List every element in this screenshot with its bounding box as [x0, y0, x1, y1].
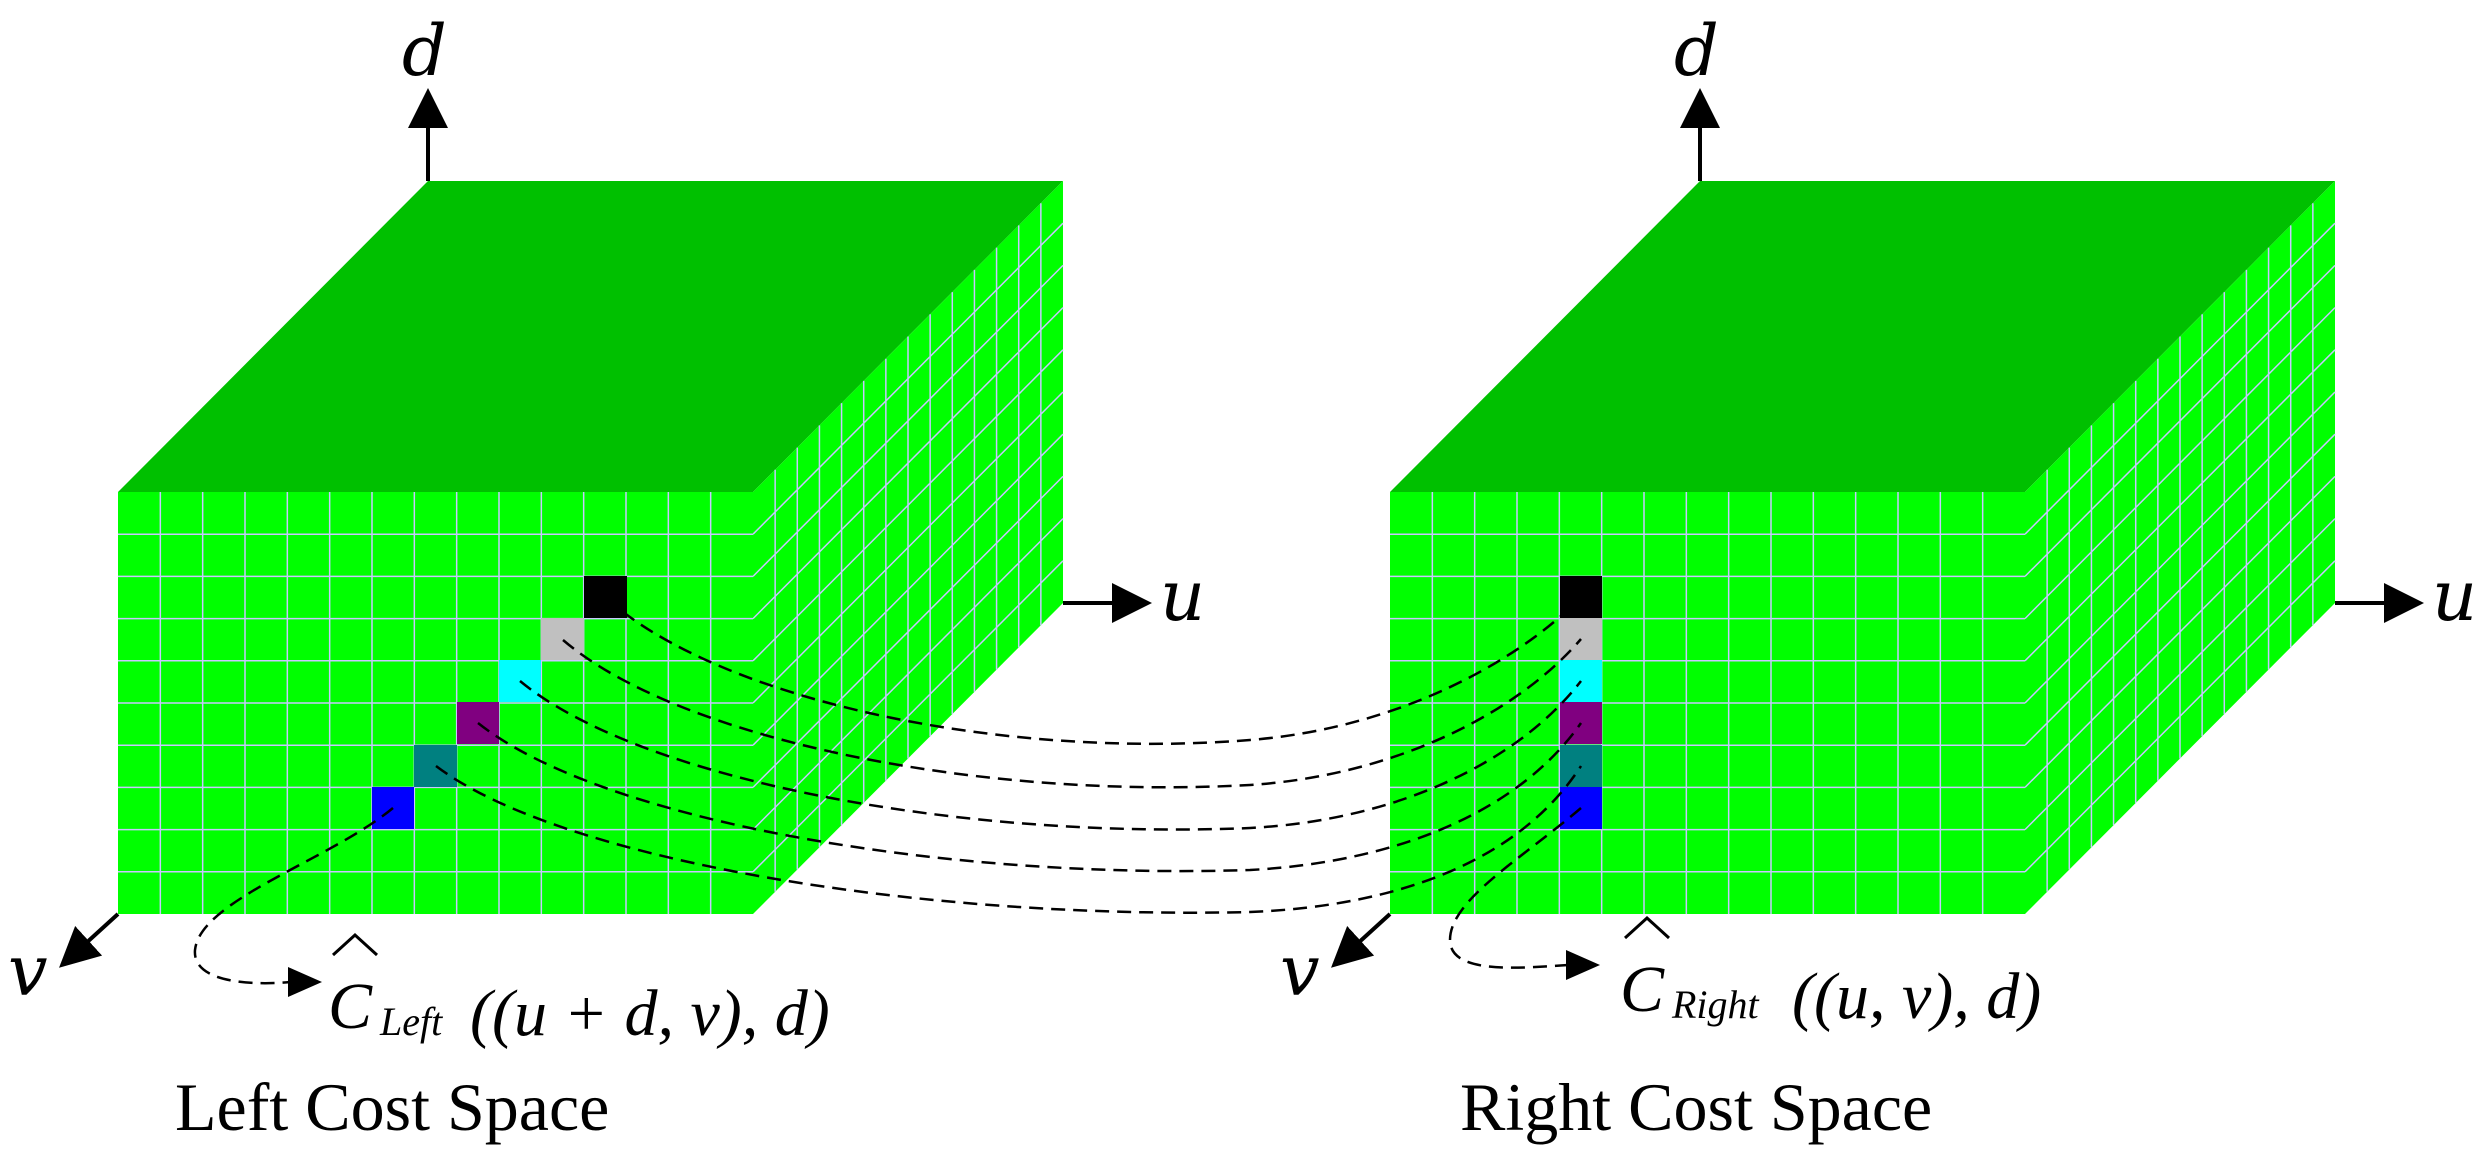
- side-grid-hline: [752, 560, 1064, 873]
- side-grid-hline: [752, 307, 1064, 620]
- left-v-label: v: [8, 930, 48, 1012]
- right-cost-volume: d u v: [1280, 10, 2477, 1012]
- side-grid-hline: [2024, 391, 2336, 704]
- curve-silver: [562, 638, 1582, 789]
- right-formula-argument: ((u, v), d): [1792, 960, 2041, 1033]
- left-v-axis: [59, 912, 120, 968]
- side-grid-hline: [2024, 307, 2336, 620]
- side-grid-hline: [2024, 222, 2336, 535]
- side-grid-hline: [2024, 349, 2336, 662]
- side-grid-hline: [2024, 518, 2336, 831]
- correspondence-curves: [193, 596, 1583, 985]
- right-caption: Right Cost Space: [1460, 1069, 1932, 1145]
- side-grid-hline: [752, 349, 1064, 662]
- left-side-grid: [752, 203, 1064, 892]
- left-caption: Left Cost Space: [175, 1069, 609, 1145]
- left-hat-icon: [331, 932, 379, 957]
- left-front-grid: [118, 492, 753, 914]
- curve-blue-left: [193, 807, 394, 985]
- side-grid-hline: [752, 264, 1064, 577]
- left-formula-symbol: C: [328, 970, 373, 1043]
- right-d-label: d: [1674, 10, 1719, 92]
- left-cell-teal: [414, 745, 457, 787]
- side-grid-hline: [2024, 264, 2336, 577]
- curve-cyan: [519, 680, 1582, 831]
- side-grid-hline: [752, 222, 1064, 535]
- side-grid-hline: [2024, 475, 2336, 788]
- side-grid-hline: [752, 433, 1064, 746]
- right-highlight-cells: [1560, 576, 1602, 829]
- left-formula-argument: ((u + d, v), d): [470, 977, 830, 1050]
- left-formula-subscript: Left: [379, 999, 443, 1044]
- curve-purple: [477, 722, 1583, 873]
- right-formula-arrowhead: [1566, 950, 1600, 980]
- right-side-grid: [2024, 203, 2336, 892]
- right-u-label: u: [2432, 555, 2477, 637]
- curve-black: [605, 596, 1582, 746]
- side-grid-hline: [752, 475, 1064, 788]
- left-cost-volume: d u v: [8, 10, 1205, 1012]
- right-v-label: v: [1280, 930, 1320, 1012]
- right-formula: C Right ((u, v), d): [1620, 915, 2041, 1033]
- right-formula-symbol: C: [1620, 953, 1665, 1026]
- left-cell-silver: [541, 618, 584, 660]
- right-v-axis: [1331, 912, 1392, 968]
- left-top-face: [118, 181, 1063, 492]
- right-top-face: [1390, 181, 2335, 492]
- curve-blue-right: [1448, 807, 1582, 969]
- right-hat-icon: [1623, 915, 1671, 940]
- right-formula-subscript: Right: [1671, 982, 1760, 1027]
- side-grid-hline: [2024, 433, 2336, 746]
- left-u-label: u: [1160, 555, 1205, 637]
- left-cell-black: [584, 576, 627, 618]
- side-grid-hline: [2024, 560, 2336, 873]
- curve-teal: [435, 765, 1583, 914]
- side-grid-hline: [752, 391, 1064, 704]
- left-d-label: d: [402, 10, 447, 92]
- side-grid-hline: [752, 518, 1064, 831]
- left-formula: C Left ((u + d, v), d): [328, 932, 830, 1050]
- left-formula-arrowhead: [288, 967, 322, 997]
